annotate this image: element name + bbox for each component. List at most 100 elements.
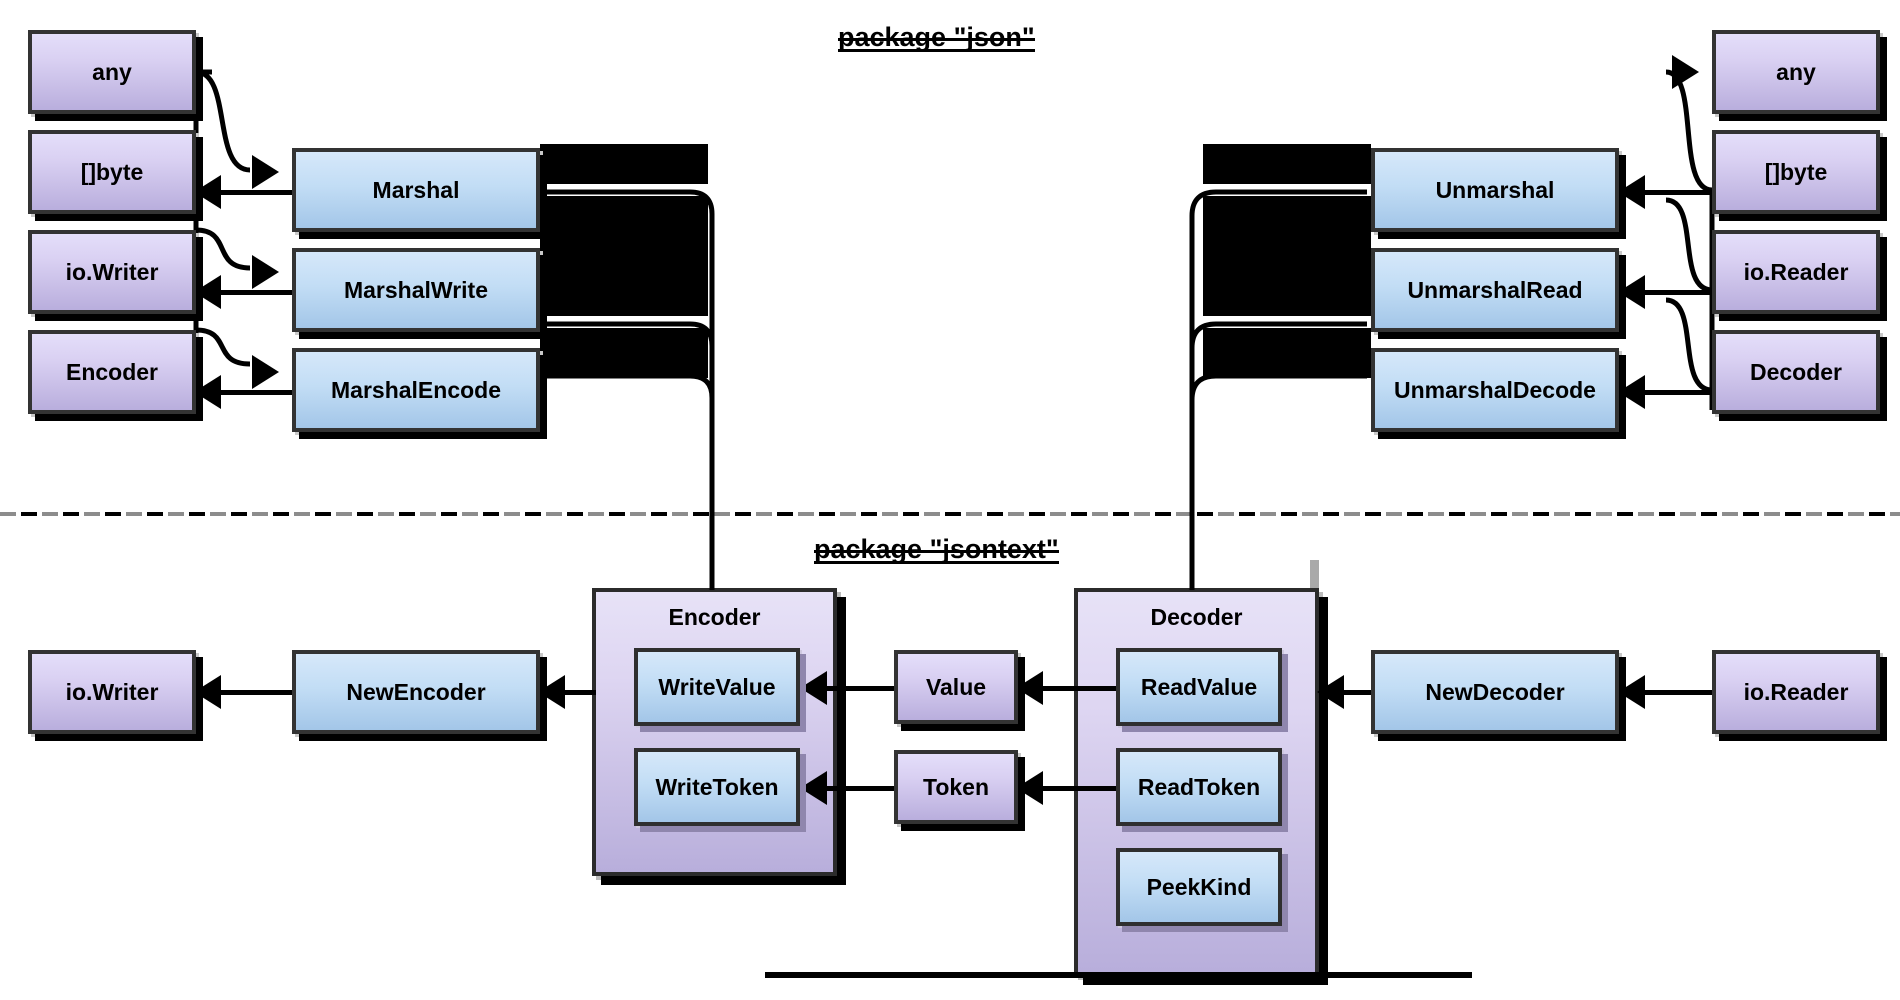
package-jsontext-title: package "jsontext" bbox=[814, 534, 1059, 565]
arrowhead-left bbox=[538, 675, 565, 709]
edge-decoder-to-unmarshaldecode bbox=[1620, 390, 1716, 395]
method-box-peekkind[interactable]: PeekKind bbox=[1116, 848, 1282, 926]
struct-encoder-title: Encoder bbox=[668, 604, 761, 630]
type-box-any-right[interactable]: any bbox=[1712, 30, 1880, 114]
render-artifact-block bbox=[1203, 196, 1371, 316]
func-box-newencoder[interactable]: NewEncoder bbox=[292, 650, 540, 734]
package-divider bbox=[0, 512, 1900, 516]
type-box-bytes-right[interactable]: []byte bbox=[1712, 130, 1880, 214]
edge-token-to-writetoken bbox=[802, 786, 896, 791]
edge-bytes-to-unmarshal bbox=[1620, 190, 1716, 195]
type-box-token[interactable]: Token bbox=[894, 750, 1018, 824]
type-box-bytes-left[interactable]: []byte bbox=[28, 130, 196, 214]
render-artifact-slit bbox=[540, 316, 700, 324]
struct-decoder-title: Decoder bbox=[1150, 604, 1243, 630]
node-label: NewEncoder bbox=[346, 678, 486, 705]
arrowhead-right bbox=[1672, 55, 1699, 89]
arrowhead-left bbox=[1016, 771, 1043, 805]
render-artifact-slit bbox=[1213, 316, 1371, 324]
func-box-newdecoder[interactable]: NewDecoder bbox=[1371, 650, 1619, 734]
edge-readtoken-to-token bbox=[1018, 786, 1116, 791]
func-box-unmarshaldecode[interactable]: UnmarshalDecode bbox=[1371, 348, 1619, 432]
method-box-readtoken[interactable]: ReadToken bbox=[1116, 748, 1282, 826]
node-label: any bbox=[1776, 58, 1816, 85]
baseline-artifact bbox=[765, 972, 1472, 978]
node-label: Token bbox=[922, 773, 990, 800]
type-box-any-left[interactable]: any bbox=[28, 30, 196, 114]
method-box-writetoken[interactable]: WriteToken bbox=[634, 748, 800, 826]
edge-marshalencode-lower bbox=[544, 373, 715, 399]
edge-unmarshaldecode-to-any-b bbox=[1665, 297, 1713, 393]
type-box-decoder-right[interactable]: Decoder bbox=[1712, 330, 1880, 414]
render-artifact-block bbox=[540, 196, 708, 316]
type-box-iowriter-bottom[interactable]: io.Writer bbox=[28, 650, 196, 734]
package-json-title-text: package "json" bbox=[838, 22, 1035, 52]
arrowhead-left bbox=[1618, 375, 1645, 409]
arrowhead-left bbox=[1618, 275, 1645, 309]
render-artifact-block bbox=[1203, 328, 1371, 378]
render-artifact-slit bbox=[540, 184, 700, 192]
edge-unmarshalread-to-any-a bbox=[1665, 197, 1713, 293]
arrowhead-right bbox=[252, 255, 279, 289]
func-box-marshal[interactable]: Marshal bbox=[292, 148, 540, 232]
node-label: PeekKind bbox=[1146, 873, 1252, 900]
node-label: UnmarshalDecode bbox=[1394, 376, 1596, 403]
struct-encoder[interactable]: Encoder bbox=[592, 588, 837, 876]
edge-any-to-marshal bbox=[195, 69, 251, 173]
title-strike-artifact bbox=[838, 37, 1035, 41]
arrowhead-left bbox=[194, 675, 221, 709]
node-label: Value bbox=[925, 673, 987, 700]
arrowhead-left bbox=[1618, 675, 1645, 709]
type-box-ioreader-bottom[interactable]: io.Reader bbox=[1712, 650, 1880, 734]
package-jsontext-title-text: package "jsontext" bbox=[814, 534, 1059, 564]
title-underline-artifact bbox=[838, 49, 1035, 52]
edge-marshalencode-return bbox=[196, 390, 296, 395]
arrowhead-left bbox=[194, 275, 221, 309]
type-box-ioreader-right[interactable]: io.Reader bbox=[1712, 230, 1880, 314]
node-label: UnmarshalRead bbox=[1407, 276, 1583, 303]
arrowhead-left bbox=[800, 671, 827, 705]
node-label: any bbox=[92, 58, 132, 85]
func-box-marshalwrite[interactable]: MarshalWrite bbox=[292, 248, 540, 332]
edge-newencoder-to-iowriter bbox=[196, 690, 296, 695]
arrowhead-left bbox=[194, 375, 221, 409]
edge-ioreader-to-newdecoder bbox=[1620, 690, 1716, 695]
method-box-writevalue[interactable]: WriteValue bbox=[634, 648, 800, 726]
func-box-unmarshalread[interactable]: UnmarshalRead bbox=[1371, 248, 1619, 332]
edge-ioreader-to-unmarshalread bbox=[1620, 290, 1716, 295]
node-label: Decoder bbox=[1749, 358, 1843, 385]
arrowhead-left bbox=[194, 175, 221, 209]
arrowhead-left bbox=[800, 771, 827, 805]
node-label: ReadToken bbox=[1137, 773, 1261, 800]
title-underline-artifact-2 bbox=[814, 561, 1059, 564]
package-json-title: package "json" bbox=[838, 22, 1035, 53]
type-box-value[interactable]: Value bbox=[894, 650, 1018, 724]
func-box-unmarshal[interactable]: Unmarshal bbox=[1371, 148, 1619, 232]
edge-value-to-writevalue bbox=[802, 686, 896, 691]
node-label: []byte bbox=[80, 158, 144, 185]
title-strike-artifact-2 bbox=[814, 549, 1059, 553]
arrowhead-left bbox=[1317, 675, 1344, 709]
edge-newdecoder-to-decoder bbox=[1319, 690, 1375, 695]
render-artifact-block bbox=[540, 328, 708, 378]
render-artifact-block bbox=[540, 144, 708, 184]
edge-readvalue-to-value bbox=[1018, 686, 1116, 691]
node-label: io.Writer bbox=[65, 258, 159, 285]
render-artifact-block bbox=[1203, 144, 1371, 184]
func-box-marshalencode[interactable]: MarshalEncode bbox=[292, 348, 540, 432]
method-box-readvalue[interactable]: ReadValue bbox=[1116, 648, 1282, 726]
type-box-iowriter-left[interactable]: io.Writer bbox=[28, 230, 196, 314]
type-box-encoder-left[interactable]: Encoder bbox=[28, 330, 196, 414]
edge-any-to-marshalwrite bbox=[195, 227, 251, 271]
node-label: io.Reader bbox=[1743, 678, 1849, 705]
edge-encoder-to-newencoder bbox=[540, 690, 596, 695]
arrowhead-right bbox=[252, 355, 279, 389]
arrowhead-left bbox=[1618, 175, 1645, 209]
node-label: WriteValue bbox=[658, 673, 776, 700]
edge-any-to-marshalencode bbox=[195, 327, 251, 367]
edge-marshal-return bbox=[196, 190, 296, 195]
edge-unmarshaldecode-lower bbox=[1189, 373, 1367, 401]
node-label: NewDecoder bbox=[1425, 678, 1565, 705]
node-label: Encoder bbox=[65, 358, 159, 385]
